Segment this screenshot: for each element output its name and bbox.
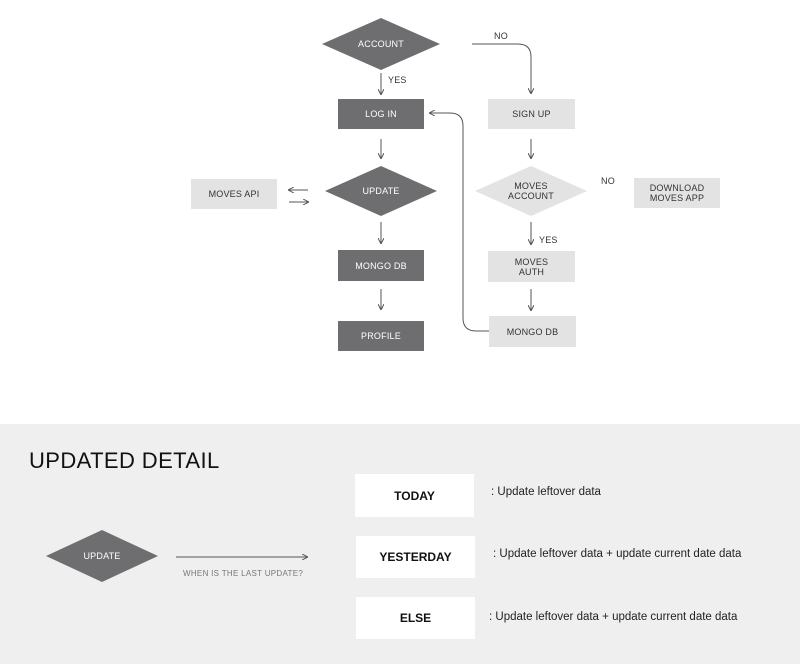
yes-label-1: YES: [388, 75, 407, 85]
update-label: UPDATE: [362, 186, 400, 196]
detail-update-label: UPDATE: [83, 551, 121, 561]
profile-box: PROFILE: [338, 321, 424, 351]
moves-auth-box: MOVES AUTH: [488, 251, 575, 282]
detail-graphics: [46, 530, 800, 582]
account-diamond: [322, 18, 440, 70]
no-label-2: NO: [601, 176, 615, 186]
mongo-db-box-left: MONGO DB: [338, 250, 424, 281]
signup-box: SIGN UP: [488, 99, 575, 129]
detail-title: UPDATED DETAIL: [29, 448, 220, 473]
download-app-box: DOWNLOAD MOVES APP: [634, 178, 720, 208]
arrow-account-signup: [472, 43, 531, 93]
moves-account-diamond: [475, 166, 587, 216]
detail-update-diamond: [46, 530, 158, 582]
case-yesterday-desc: : Update leftover data + update current …: [493, 548, 742, 560]
case-else-desc: : Update leftover data + update current …: [489, 611, 738, 623]
case-yesterday-box: YESTERDAY: [356, 536, 475, 578]
case-today-desc: : Update leftover data: [491, 486, 601, 498]
login-box: LOG IN: [338, 99, 424, 129]
account-label: ACCOUNT: [358, 39, 404, 49]
updated-detail-panel: UPDATED DETAIL UPDATE WHEN IS THE LAST U…: [0, 424, 800, 664]
moves-api-box: MOVES API: [191, 179, 277, 209]
moves-account-label: MOVES ACCOUNT: [508, 181, 554, 201]
arrow-mongo-login: [430, 113, 489, 332]
flowchart-connectors: [0, 18, 587, 332]
case-today-box: TODAY: [355, 474, 474, 517]
no-label-1: NO: [494, 31, 508, 41]
yes-label-2: YES: [539, 235, 558, 245]
update-diamond: [325, 166, 437, 216]
last-update-question: WHEN IS THE LAST UPDATE?: [183, 569, 304, 578]
flowchart: ACCOUNT YES NO LOG IN SIGN UP MOVES API …: [0, 18, 720, 351]
case-else-box: ELSE: [356, 597, 475, 639]
mongo-db-box-right: MONGO DB: [489, 316, 576, 347]
